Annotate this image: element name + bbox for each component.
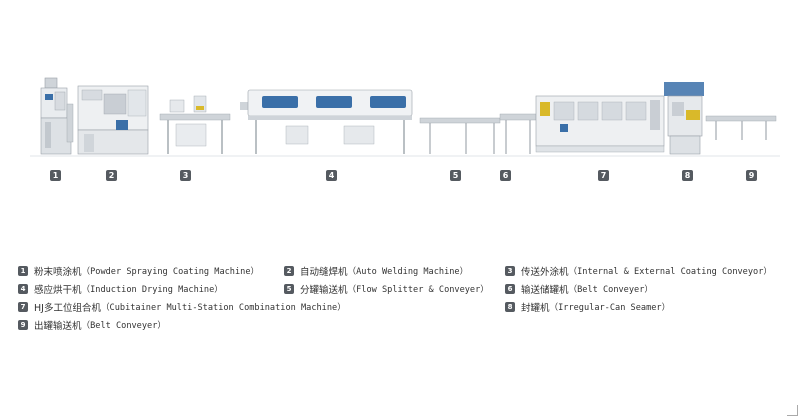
legend-label-en: （Internal & External Coating Conveyor） [568, 267, 772, 277]
legend-item-9: 9 出罐输送机 （Belt Conveyer） [18, 318, 166, 332]
machine-line-illustration [30, 77, 780, 157]
legend-label-en: （Belt Conveyer） [568, 285, 653, 295]
legend-badge: 5 [284, 284, 294, 294]
legend-item-7: 7 HJ多工位组合机 （Cubitainer Multi-Station Com… [18, 300, 346, 314]
station-marker-7: 7 [598, 170, 609, 181]
station-marker-4: 4 [326, 170, 337, 181]
legend-label-zh: 粉末喷涂机 [34, 267, 82, 278]
station-marker-3: 3 [180, 170, 191, 181]
legend-label-zh: 自动缝焊机 [300, 267, 348, 278]
legend-badge: 3 [505, 266, 515, 276]
legend-label-en: （Flow Splitter & Conveyer） [347, 285, 489, 295]
station-marker-2: 2 [106, 170, 117, 181]
legend-label-zh: 出罐输送机 [34, 321, 82, 332]
station-marker-1: 1 [50, 170, 61, 181]
legend-item-3: 3 传送外涂机 （Internal & External Coating Con… [505, 264, 772, 278]
legend-item-8: 8 封罐机 （Irregular-Can Seamer） [505, 300, 670, 314]
corner-mark [787, 405, 798, 416]
belt-conveyer [499, 113, 537, 154]
legend-label-en: （Induction Drying Machine） [81, 285, 223, 295]
flow-splitter-conveyer [419, 117, 501, 154]
legend-label-zh: 分罐输送机 [300, 285, 348, 296]
legend-badge: 2 [284, 266, 294, 276]
legend-item-2: 2 自动缝焊机 （Auto Welding Machine） [284, 264, 468, 278]
legend-label-en: （Cubitainer Multi-Station Combination Ma… [100, 303, 346, 313]
station-marker-9: 9 [746, 170, 757, 181]
coating-conveyor [159, 95, 231, 154]
legend-badge: 8 [505, 302, 515, 312]
legend-label-zh: 封罐机 [521, 303, 550, 314]
legend-item-5: 5 分罐输送机 （Flow Splitter & Conveyer） [284, 282, 489, 296]
multi-station-combination-machine [535, 95, 665, 153]
powder-spraying-machine [40, 77, 74, 155]
legend-badge: 1 [18, 266, 28, 276]
legend-label-zh: 输送储罐机 [521, 285, 569, 296]
irregular-can-seamer [664, 82, 704, 155]
legend-badge: 9 [18, 320, 28, 330]
legend-label-en: （Powder Spraying Coating Machine） [81, 267, 260, 277]
legend-item-4: 4 感应烘干机 （Induction Drying Machine） [18, 282, 223, 296]
legend-label-zh: 感应烘干机 [34, 285, 82, 296]
station-marker-5: 5 [450, 170, 461, 181]
outlet-belt-conveyer [705, 115, 777, 140]
station-marker-6: 6 [500, 170, 511, 181]
legend-item-1: 1 粉末喷涂机 （Powder Spraying Coating Machine… [18, 264, 259, 278]
legend-label-zh: HJ多工位组合机 [34, 303, 101, 314]
station-marker-8: 8 [682, 170, 693, 181]
auto-welding-machine [77, 85, 149, 155]
legend-badge: 7 [18, 302, 28, 312]
legend-label-en: （Auto Welding Machine） [347, 267, 469, 277]
legend-label-en: （Belt Conveyer） [81, 321, 166, 331]
legend-badge: 4 [18, 284, 28, 294]
induction-drying-machine [240, 89, 413, 154]
legend-item-6: 6 输送储罐机 （Belt Conveyer） [505, 282, 653, 296]
legend-label-en: （Irregular-Can Seamer） [549, 303, 671, 313]
legend-label-zh: 传送外涂机 [521, 267, 569, 278]
legend-badge: 6 [505, 284, 515, 294]
